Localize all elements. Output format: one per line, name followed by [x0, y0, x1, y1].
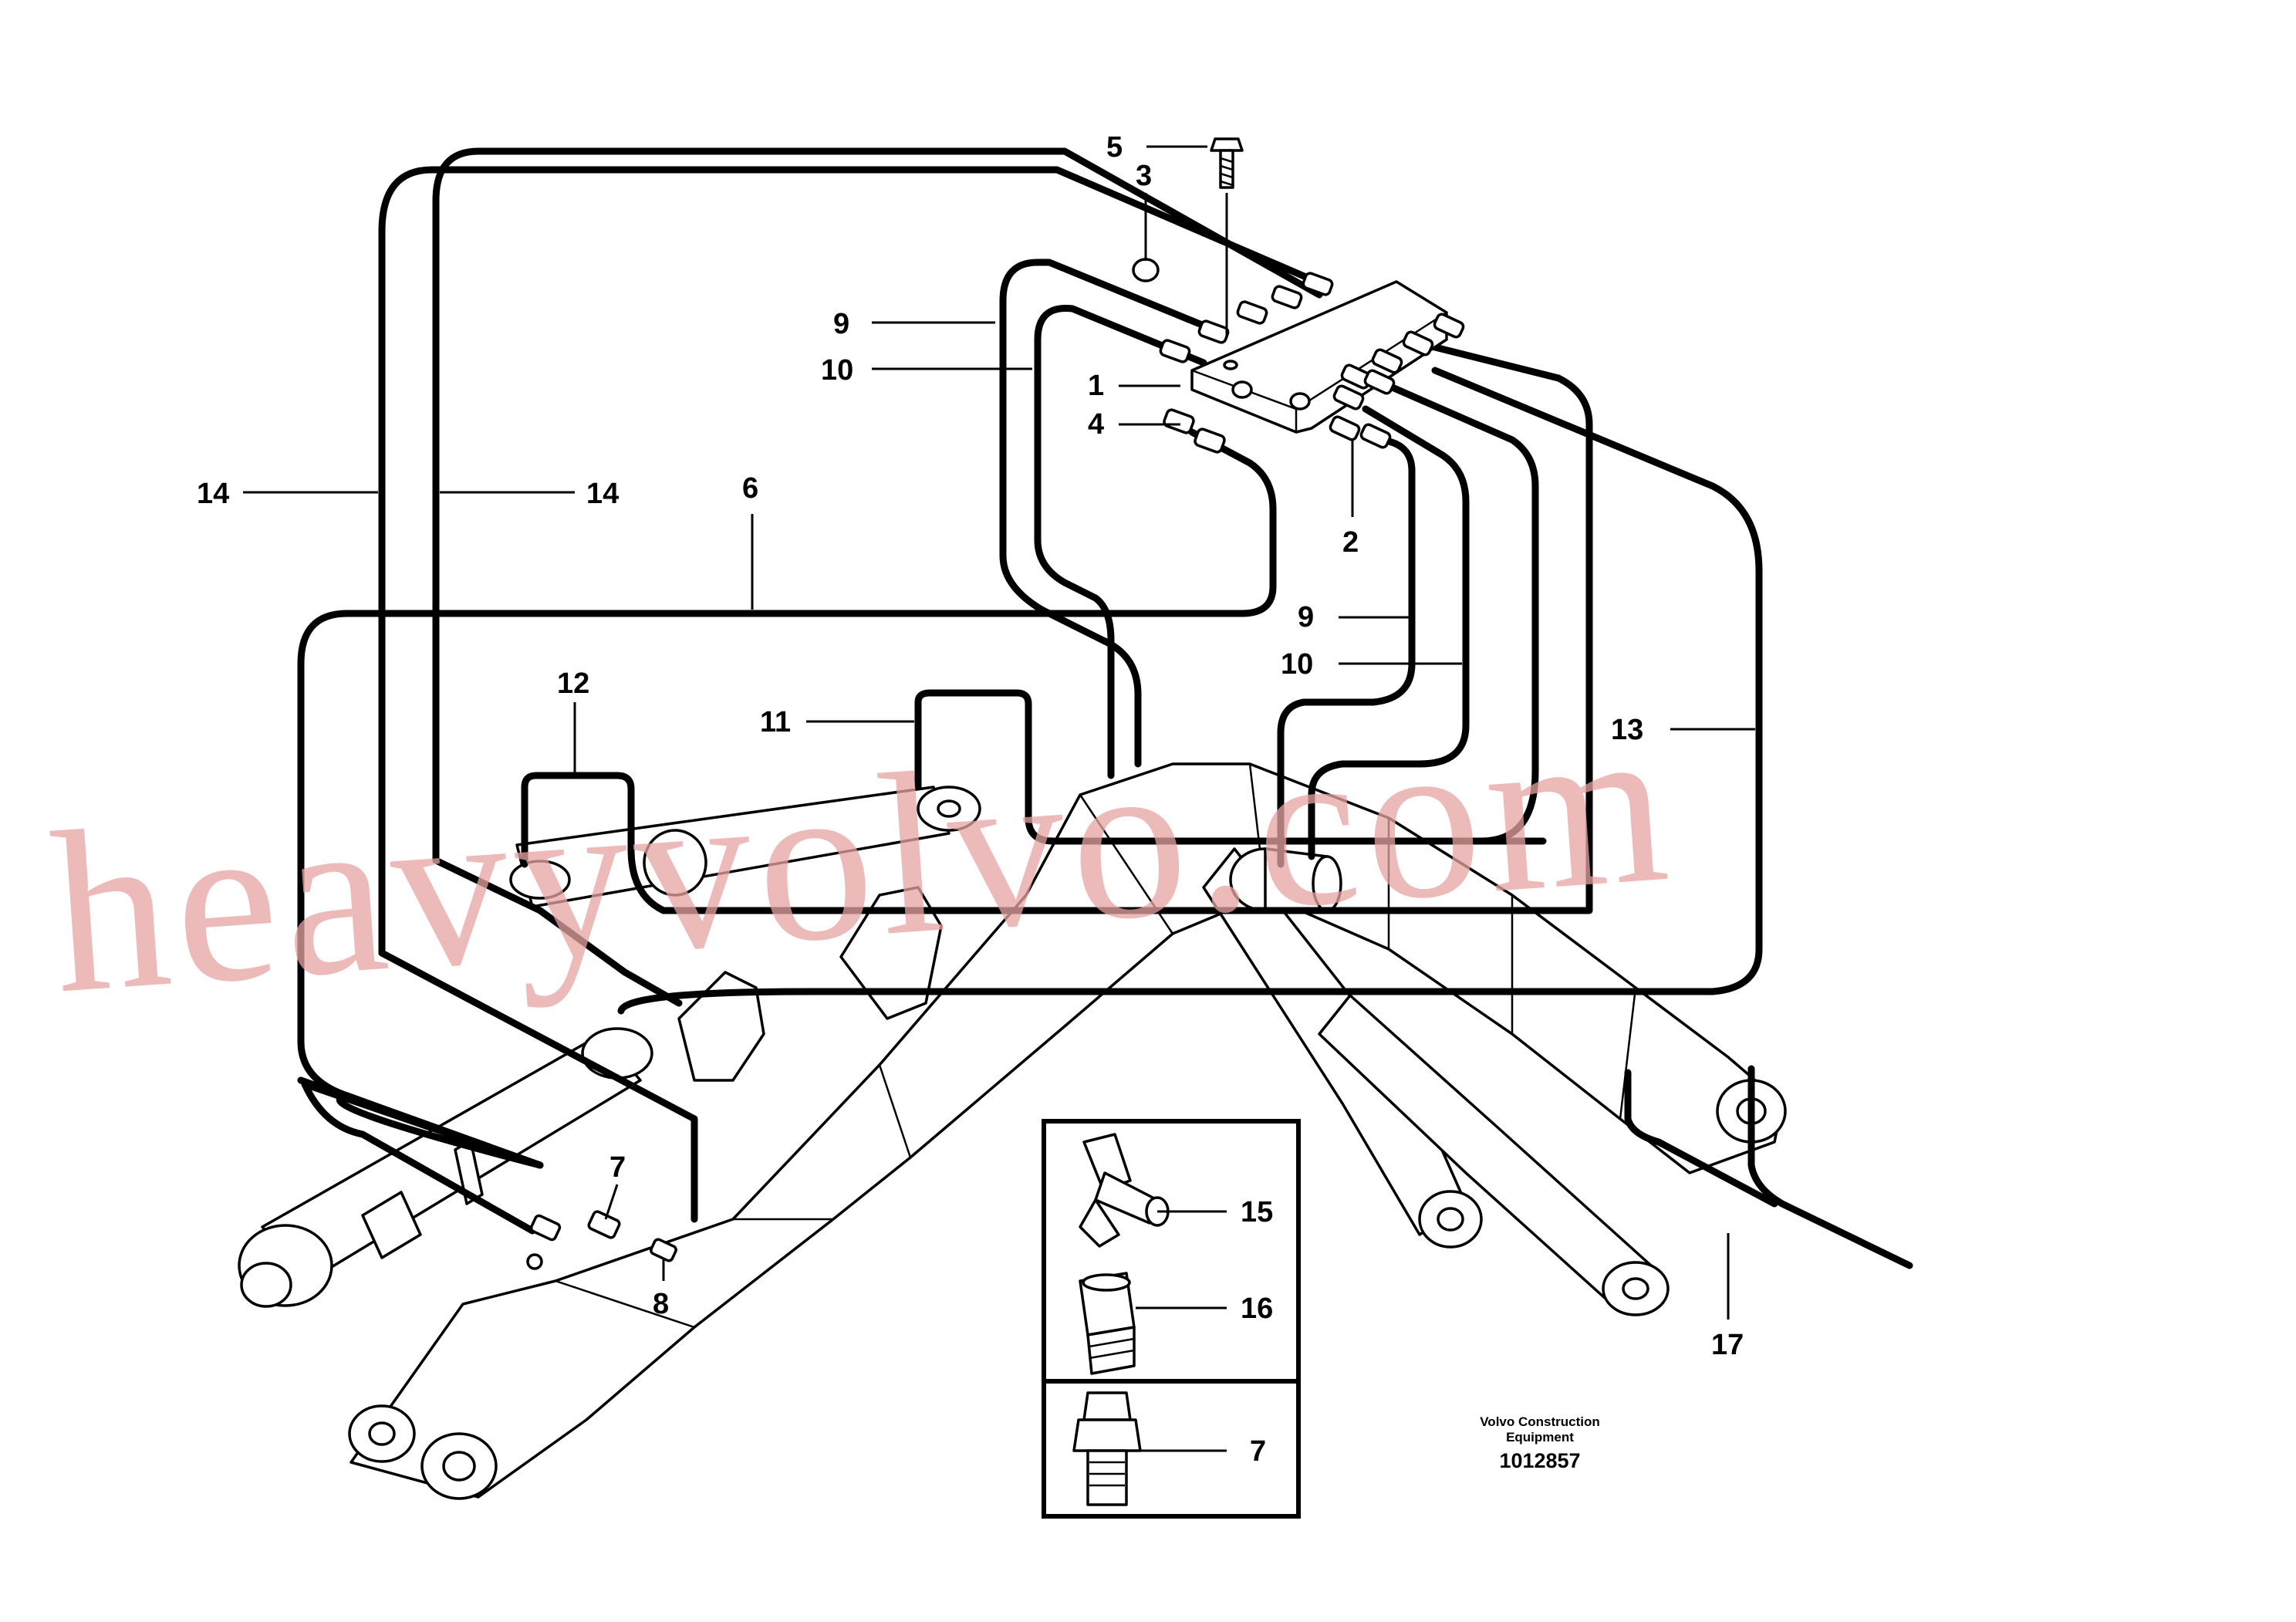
- callout-10-right: 10: [1281, 648, 1313, 681]
- callout-9-right: 9: [1298, 601, 1314, 634]
- callout-3: 3: [1136, 160, 1152, 192]
- callout-15: 15: [1241, 1196, 1273, 1228]
- hose-to-fitting-7: [301, 1080, 544, 1235]
- callout-17: 17: [1711, 1329, 1744, 1361]
- boom-structure: [348, 762, 1787, 1500]
- hose-14-inner: [432, 147, 1323, 1007]
- callout-9-upper: 9: [833, 308, 849, 340]
- drawing-number: 1012857: [1499, 1449, 1580, 1472]
- drawing-caption: Volvo Construction Equipment 1012857: [1480, 1414, 1600, 1472]
- callout-14-right: 14: [586, 478, 619, 510]
- valve-block: [526, 137, 1465, 1270]
- hoses: [297, 147, 1913, 1269]
- bolt-5: [1210, 137, 1244, 189]
- fittings-inset: [1042, 1119, 1301, 1519]
- callout-11: 11: [760, 706, 791, 738]
- callout-14-left: 14: [197, 478, 229, 510]
- hose-17-b: [1747, 1065, 1913, 1269]
- callout-16: 16: [1241, 1293, 1273, 1325]
- callout-1: 1: [1088, 370, 1104, 402]
- callout-4: 4: [1088, 408, 1104, 441]
- hose-14-outer: [378, 166, 1312, 1223]
- callout-2: 2: [1342, 526, 1359, 559]
- callout-7-main: 7: [609, 1151, 626, 1184]
- callout-10-upper: 10: [821, 354, 853, 387]
- hose-9-upper: [999, 259, 1223, 768]
- hose-17-a: [1624, 1069, 1778, 1208]
- hose-11: [914, 689, 1547, 845]
- hose-10-upper: [1034, 305, 1207, 779]
- hose-13: [617, 367, 1763, 1015]
- cylinders: [238, 786, 1670, 1316]
- callout-labels: 1 2 3 4 5 6 7 8 9 9 10 10 11 12 13 14 14…: [197, 131, 1744, 1468]
- leader-lines: [243, 145, 1755, 1320]
- caption-line-1: Volvo Construction: [1480, 1414, 1600, 1429]
- hose-right-3: [1385, 382, 1539, 845]
- hose-6: [297, 428, 1277, 1169]
- hose-9-right: [1277, 436, 1416, 868]
- valve-fittings: [1132, 258, 1465, 454]
- callout-8: 8: [653, 1288, 669, 1320]
- callout-6: 6: [742, 472, 758, 505]
- caption-line-2: Equipment: [1506, 1430, 1574, 1445]
- hose-12: [521, 336, 1593, 914]
- callout-7-inset: 7: [1250, 1435, 1266, 1468]
- fittings-7-8: [526, 1210, 677, 1270]
- callout-13: 13: [1611, 714, 1643, 746]
- callout-12: 12: [557, 667, 589, 700]
- hose-10-right: [1308, 405, 1470, 860]
- callout-5: 5: [1106, 131, 1123, 164]
